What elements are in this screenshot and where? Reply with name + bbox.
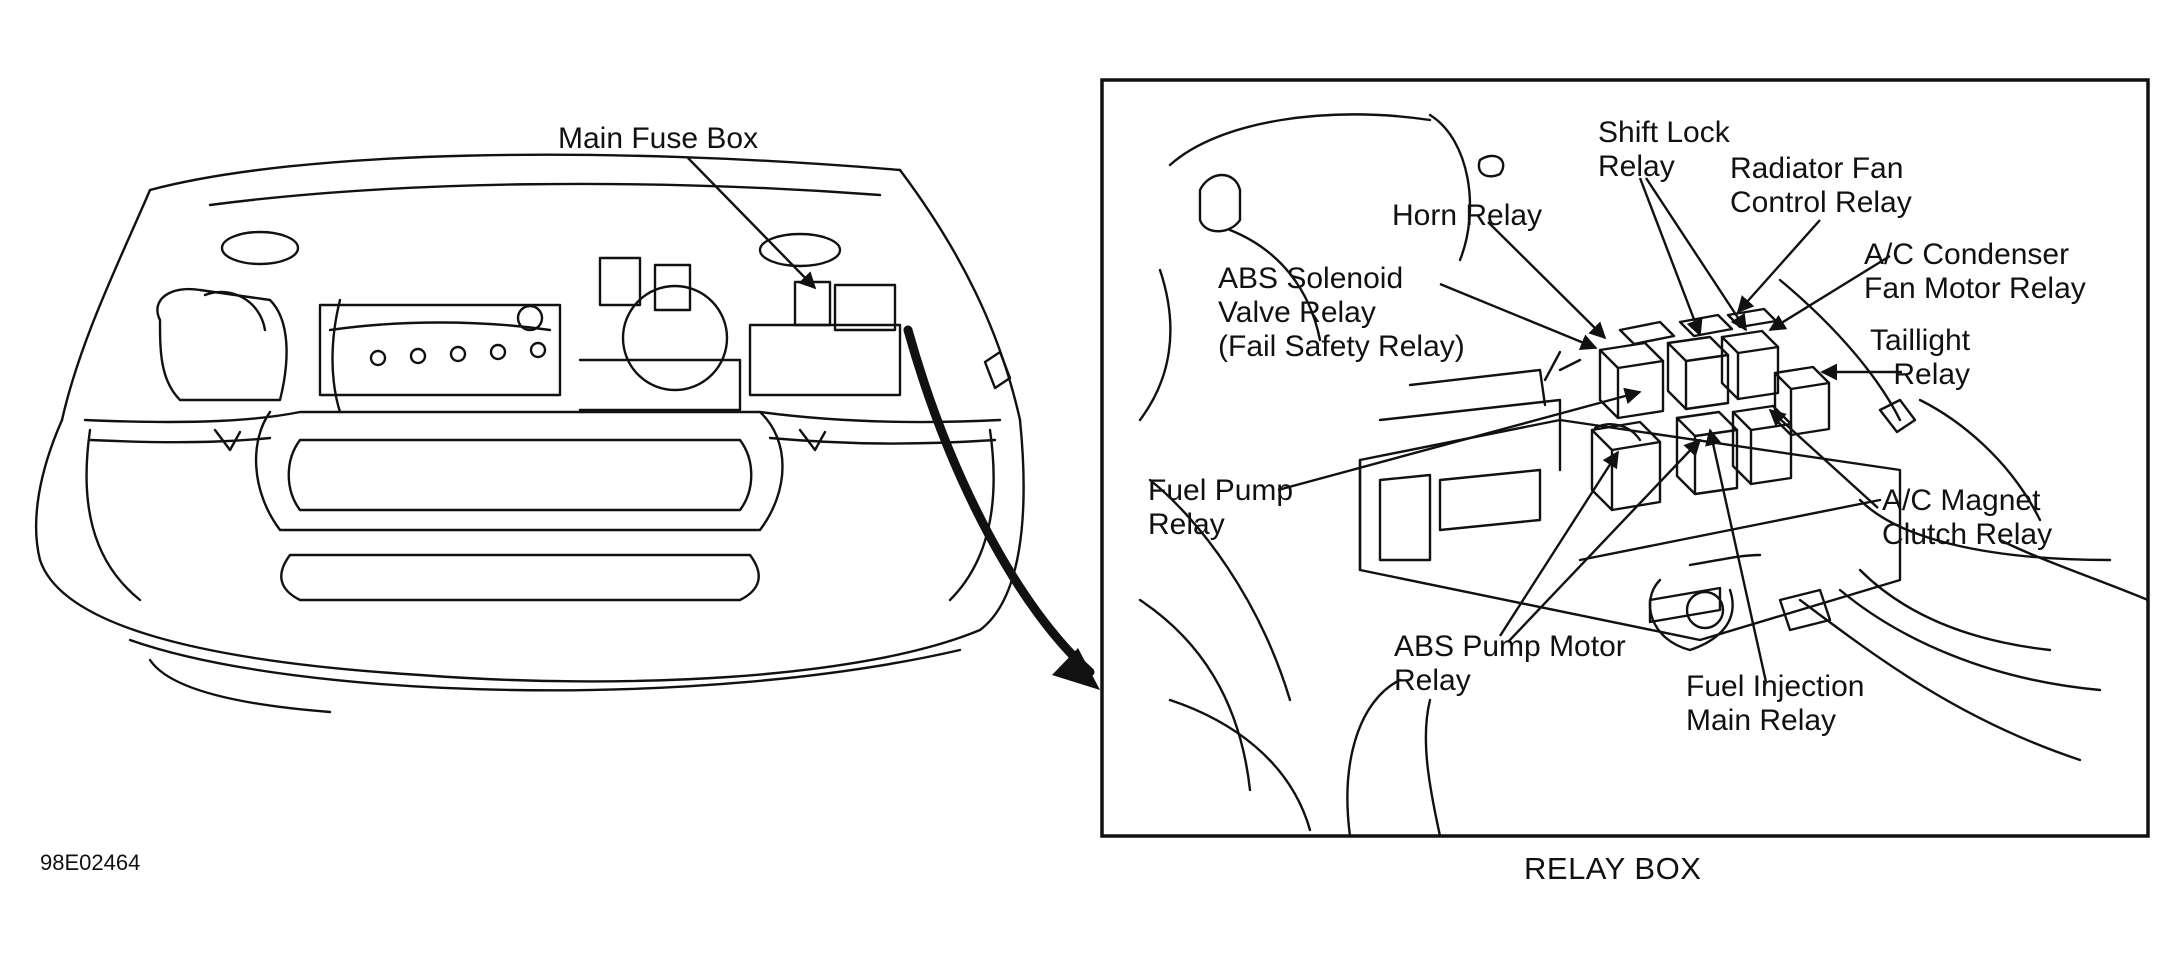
label-line: (Fail Safety Relay) bbox=[1218, 330, 1465, 363]
label-line: Valve Relay bbox=[1218, 296, 1376, 329]
main-fuse-box-leader bbox=[687, 157, 817, 290]
label-line: Clutch Relay bbox=[1882, 518, 2053, 551]
label-radiator-fan-control-relay: Radiator Fan Control Relay bbox=[1730, 152, 1912, 220]
label-line: Fuel Injection bbox=[1686, 670, 1865, 703]
label-line: Taillight bbox=[1870, 324, 1971, 357]
label-line: Fan Motor Relay bbox=[1864, 272, 2086, 305]
label-shift-lock-relay: Shift Lock Relay bbox=[1598, 116, 1730, 184]
relay-box-frame bbox=[1100, 78, 2150, 838]
label-line: Control Relay bbox=[1730, 186, 1912, 219]
figure-code: 98E02464 bbox=[40, 850, 141, 875]
abs-pump-motor-leader-a bbox=[1498, 450, 1620, 637]
abs-solenoid-relay-leader bbox=[1439, 282, 1598, 351]
label-line: Radiator Fan bbox=[1730, 152, 1904, 185]
label-line: ABS Solenoid bbox=[1218, 262, 1404, 295]
relay-box-caption: RELAY BOX bbox=[1524, 851, 1702, 886]
label-line: Horn Relay bbox=[1392, 199, 1543, 232]
label-main-fuse-box: Main Fuse Box bbox=[558, 122, 758, 156]
fuel-injection-leader bbox=[1705, 428, 1768, 683]
horn-relay-leader bbox=[1487, 221, 1607, 340]
label-line: Shift Lock bbox=[1598, 116, 1730, 149]
shift-lock-relay-leader-b bbox=[1644, 177, 1748, 332]
label-ac-condenser-fan-motor-relay: A/C Condenser Fan Motor Relay bbox=[1864, 238, 2086, 306]
label-fuel-injection-main-relay: Fuel Injection Main Relay bbox=[1686, 670, 1864, 738]
label-abs-pump-motor-relay: ABS Pump Motor Relay bbox=[1394, 630, 1626, 698]
label-line: A/C Condenser bbox=[1864, 238, 2070, 271]
label-taillight-relay: Taillight Relay bbox=[1870, 324, 1970, 392]
relay-leaders bbox=[1277, 177, 1902, 683]
radiator-fan-relay-leader bbox=[1736, 219, 1821, 314]
label-line: Relay bbox=[1598, 150, 1675, 183]
label-ac-magnet-clutch-relay: A/C Magnet Clutch Relay bbox=[1882, 484, 2052, 552]
car-front-drawing bbox=[34, 153, 1025, 714]
label-line: Relay bbox=[1893, 358, 1971, 391]
label-line: Fuel Pump bbox=[1148, 474, 1294, 507]
zoom-arrow bbox=[903, 325, 1100, 690]
ac-magnet-relay-leader bbox=[1768, 408, 1879, 509]
label-line: A/C Magnet bbox=[1882, 484, 2041, 517]
ac-condenser-relay-leader bbox=[1768, 254, 1891, 332]
label-line: Main Relay bbox=[1686, 704, 1837, 737]
label-line: Main Fuse Box bbox=[558, 122, 759, 155]
abs-pump-motor-leader-b bbox=[1507, 438, 1702, 643]
label-line: Relay bbox=[1394, 664, 1471, 697]
shift-lock-relay-leader-a bbox=[1638, 177, 1703, 337]
label-horn-relay: Horn Relay bbox=[1392, 199, 1542, 233]
fuel-pump-relay-leader bbox=[1277, 387, 1642, 492]
label-line: ABS Pump Motor bbox=[1394, 630, 1626, 663]
label-line: Relay bbox=[1148, 508, 1225, 541]
label-abs-solenoid-valve-relay: ABS Solenoid Valve Relay (Fail Safety Re… bbox=[1218, 262, 1465, 364]
label-fuel-pump-relay: Fuel Pump Relay bbox=[1148, 474, 1293, 542]
